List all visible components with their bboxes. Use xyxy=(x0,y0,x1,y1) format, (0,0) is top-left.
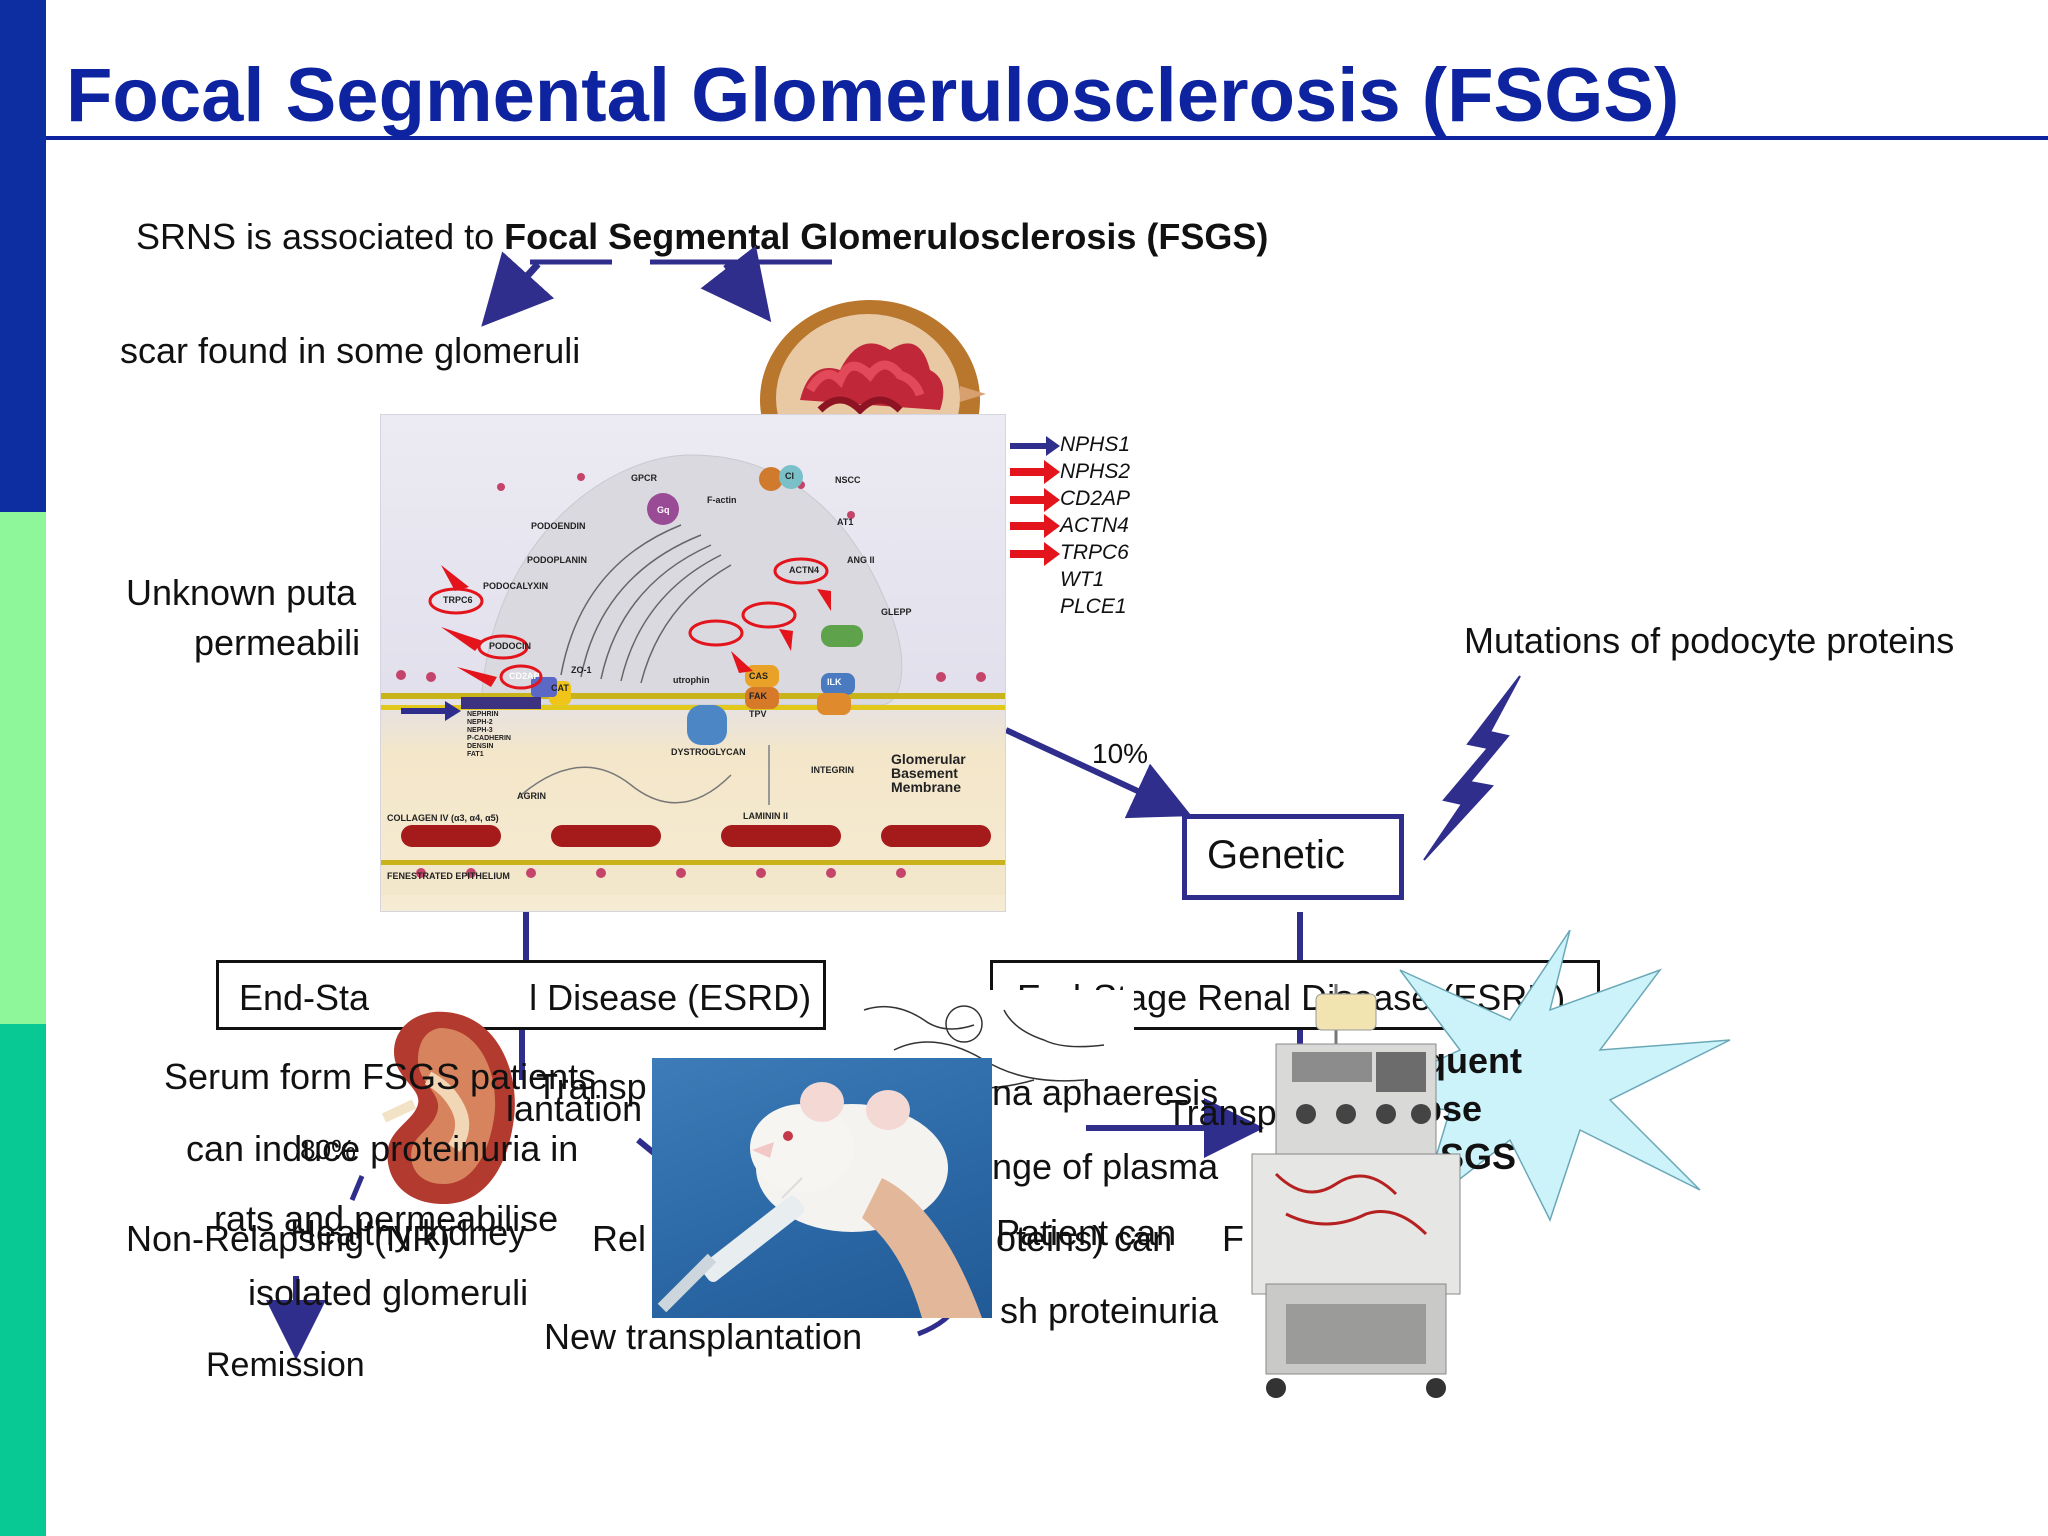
gene-cd2ap: CD2AP xyxy=(1060,487,1131,510)
transpl-fragment: Transpl xyxy=(1166,1092,1285,1133)
healthy-kidney-image xyxy=(374,1008,522,1208)
dlabel-fenestrated: FENESTRATED EPITHELIUM xyxy=(387,871,510,881)
dlabel-dystroglycan: DYSTROGLYCAN xyxy=(671,747,746,757)
dlabel-collagen: COLLAGEN IV (α3, α4, α5) xyxy=(387,813,499,823)
gene-trpc6: TRPC6 xyxy=(1060,541,1129,564)
non-relapsing-label: Non-Relapsing (NR) xyxy=(126,1218,451,1259)
dlabel-gpcr: GPCR xyxy=(631,473,658,483)
dlabel-neph3: NEPH-3 xyxy=(467,727,493,734)
serum-line3: rats and permeabilise xyxy=(214,1198,559,1239)
intro-sentence: SRNS is associated to Focal Segmental Gl… xyxy=(136,216,1268,258)
dlabel-laminin: LAMININ II xyxy=(743,811,788,821)
dlabel-angii: ANG II xyxy=(847,555,875,565)
gene-wt1: WT1 xyxy=(1060,568,1105,591)
slide-title: Focal Segmental Glomerulosclerosis (FSGS… xyxy=(66,53,1680,138)
dlabel-densin: DENSIN xyxy=(467,743,494,750)
gene-actn4: ACTN4 xyxy=(1060,514,1129,537)
accent-bar-bottom xyxy=(0,1024,46,1536)
dlabel-podocalyxin: PODOCALYXIN xyxy=(483,581,549,591)
remission-label: Remission xyxy=(206,1346,365,1384)
dlabel-podoendin: PODOENDIN xyxy=(531,521,586,531)
dlabel-cat: CAT xyxy=(551,683,569,693)
dlabel-factin: F-actin xyxy=(707,495,737,505)
esrd-box-left: End-Sta l Disease (ESRD) xyxy=(216,960,826,1030)
dlabel-gbm1: Glomerular xyxy=(891,751,966,767)
proteins-can-fragment: oteins) can xyxy=(996,1218,1173,1259)
new-transplantation-label: New transplantation xyxy=(544,1316,863,1357)
scar-text: scar found in some glomeruli xyxy=(120,330,581,371)
dlabel-at1: AT1 xyxy=(837,517,854,527)
dlabel-ilk: ILK xyxy=(827,677,842,687)
plasma-aphaeresis-fragment: na aphaeresis xyxy=(992,1072,1219,1113)
intro-bold: Focal Segmental Glomerulosclerosis (FSGS… xyxy=(504,216,1269,257)
percent-80: 80% xyxy=(300,1134,357,1165)
unknown-factor-line1: Unknown puta xyxy=(126,572,357,613)
percent-10: 10% xyxy=(1092,738,1149,769)
serum-line4: isolated glomeruli xyxy=(248,1272,529,1313)
dlabel-zo1: ZO-1 xyxy=(571,665,592,675)
dlabel-utrophin: utrophin xyxy=(673,675,710,685)
rat-injection-photo xyxy=(652,1058,992,1318)
f-fragment: F xyxy=(1222,1218,1244,1259)
plasma-change-fragment: nge of plasma xyxy=(992,1146,1219,1187)
transp-fragment: Transp xyxy=(536,1066,647,1107)
dlabel-neph2: NEPH-2 xyxy=(467,719,493,726)
intro-prefix: SRNS is associated to xyxy=(136,216,505,257)
dlabel-pcadherin: P-CADHERIN xyxy=(467,735,511,742)
dlabel-fat1: FAT1 xyxy=(467,751,484,758)
unknown-factor-line2: permeabili xyxy=(194,622,361,663)
gene-plce1: PLCE1 xyxy=(1060,595,1127,618)
healthy-kidney-label: Healthy kidney xyxy=(290,1212,527,1253)
lantation-fragment: lantation xyxy=(506,1088,643,1129)
genetic-box: Genetic xyxy=(1182,814,1404,900)
accent-bar-top xyxy=(0,0,46,512)
dlabel-cas: CAS xyxy=(749,671,769,681)
genetic-label: Genetic xyxy=(1207,833,1345,877)
serum-line2: can induce proteinuria in xyxy=(186,1128,579,1169)
dlabel-podocin: PODOCIN xyxy=(489,641,532,651)
proteinuria-fragment: sh proteinuria xyxy=(1000,1290,1219,1331)
dlabel-tpv: TPV xyxy=(749,709,767,719)
podocyte-pathway-diagram: PODOENDIN GPCR Gq F-actin Cl NSCC AT1 AN… xyxy=(380,414,1006,912)
dlabel-trpc6: TRPC6 xyxy=(443,595,473,605)
accent-bar-middle xyxy=(0,512,46,1024)
dlabel-fak: FAK xyxy=(749,691,767,701)
serum-line1: Serum form FSGS patients xyxy=(164,1056,597,1097)
rel-fragment: Rel xyxy=(592,1218,647,1259)
dlabel-integrin: INTEGRIN xyxy=(811,765,855,775)
dlabel-actn4: ACTN4 xyxy=(789,565,820,575)
dlabel-agrin: AGRIN xyxy=(517,791,546,801)
dlabel-cd2ap: CD2AP xyxy=(509,671,540,681)
plasmapheresis-machine xyxy=(1236,984,1476,1404)
patient-can-fragment: Patient can xyxy=(996,1212,1177,1253)
gene-nphs1: NPHS1 xyxy=(1060,433,1131,456)
gene-nphs2: NPHS2 xyxy=(1060,460,1131,483)
recurrence-burst xyxy=(1347,930,1731,1222)
dlabel-nscc: NSCC xyxy=(835,475,861,485)
dlabel-glepp: GLEPP xyxy=(881,607,912,617)
dlabel-podoplanin: PODOPLANIN xyxy=(527,555,588,565)
title-underline xyxy=(46,136,2048,140)
mutations-label: Mutations of podocyte proteins xyxy=(1464,620,1955,661)
dlabel-gbm3: Membrane xyxy=(891,779,962,795)
dlabel-gbm2: Basement xyxy=(891,765,958,781)
glomerulus-illustration xyxy=(760,290,1010,420)
esrd-left-label: End-Sta l Disease (ESRD) xyxy=(239,977,812,1018)
dlabel-gq: Gq xyxy=(657,505,670,515)
dlabel-cl: Cl xyxy=(785,471,794,481)
dlabel-nephrin: NEPHRIN xyxy=(467,711,499,718)
